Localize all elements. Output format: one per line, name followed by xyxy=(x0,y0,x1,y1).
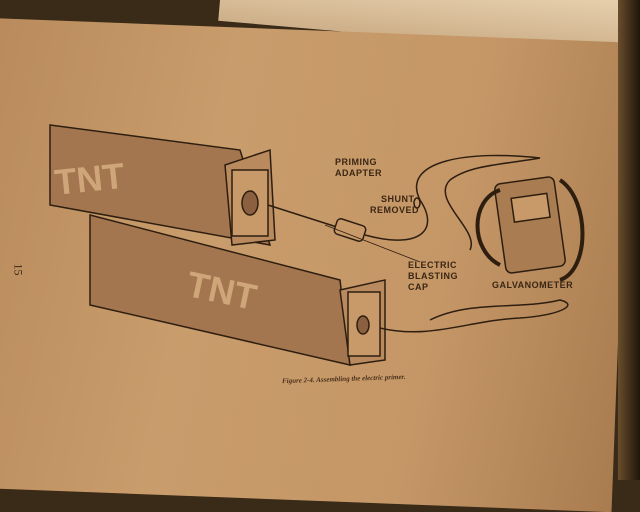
figure-illustration: TNT TNT PRIMING ADAPTER SHUNT REMOVED EL… xyxy=(49,124,585,366)
label-cap: CAP xyxy=(408,282,429,292)
cap-well-bottom xyxy=(356,315,370,335)
tnt-top-text: TNT xyxy=(53,155,127,203)
shunt xyxy=(413,197,421,209)
page-number: 15 xyxy=(11,263,26,276)
label-adapter: ADAPTER xyxy=(335,168,382,178)
galvanometer-strap-right xyxy=(558,178,585,282)
galvanometer-strap-left xyxy=(475,188,502,267)
blasting-cap xyxy=(267,204,341,229)
lead-wire-bottom xyxy=(379,299,569,333)
priming-adapter xyxy=(333,218,367,242)
label-blasting: BLASTING xyxy=(408,271,458,281)
label-galvanometer: GALVANOMETER xyxy=(492,280,573,290)
label-priming: PRIMING xyxy=(335,157,377,167)
label-electric: ELECTRIC xyxy=(408,260,457,270)
cap-well-top xyxy=(241,190,259,216)
galvanometer-dial xyxy=(510,192,551,223)
page-shadow-edge xyxy=(618,0,640,480)
tnt-top-label: TNT xyxy=(53,155,127,203)
caption-label: Figure 2-4. xyxy=(281,376,315,386)
tnt-block-top xyxy=(49,124,272,246)
figure-labels: PRIMING ADAPTER SHUNT REMOVED ELECTRIC B… xyxy=(335,157,573,292)
galvanometer-device xyxy=(494,176,566,274)
callout-line-cap xyxy=(324,224,421,263)
label-shunt: SHUNT xyxy=(381,194,415,204)
lead-wire-top xyxy=(364,154,541,251)
label-removed: REMOVED xyxy=(370,205,419,215)
